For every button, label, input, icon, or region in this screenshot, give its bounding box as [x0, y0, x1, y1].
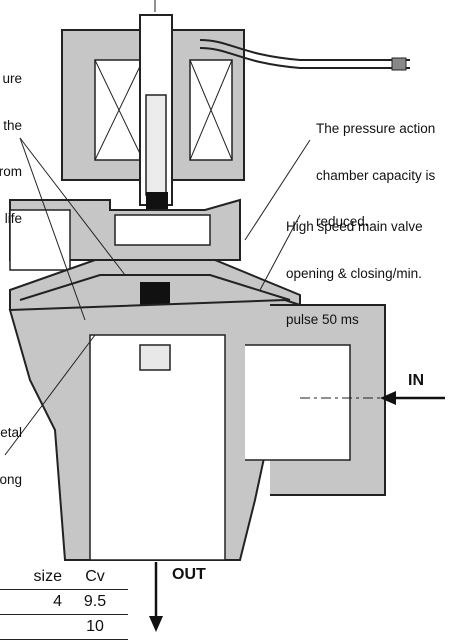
lead-wire — [199, 39, 410, 61]
leader-right-top — [244, 139, 311, 241]
table-row: 10 — [0, 614, 128, 640]
inlet-port-left — [9, 209, 71, 271]
label-high-speed-valve-line-3: pulse 50 ms — [286, 312, 359, 327]
label-left-top-line-1: ure — [2, 71, 22, 86]
label-pressure-chamber-line-2: chamber capacity is — [316, 167, 436, 183]
leader-left-bottom — [4, 334, 96, 456]
label-pressure-chamber: The pressure action chamber capacity is … — [316, 90, 435, 261]
plunger — [145, 94, 167, 196]
table-row: 4 9.5 — [0, 589, 128, 615]
label-pressure-chamber-line-3: reduced. — [316, 214, 369, 229]
leader-right-mid — [259, 214, 301, 291]
outlet-bore — [89, 334, 226, 561]
label-high-speed-valve-line-2: opening & closing/min. — [286, 265, 422, 281]
stem-nut — [139, 344, 171, 371]
in-label: IN — [408, 372, 424, 389]
label-left-bottom-line-2: ong — [0, 471, 22, 487]
table-cell-size — [0, 614, 68, 640]
diaphragm — [19, 274, 291, 301]
table-cell-cv: 9.5 — [68, 589, 128, 615]
label-pressure-chamber-line-1: The pressure action — [316, 121, 436, 136]
table-cell-size: 4 — [0, 589, 68, 615]
cv-table: size Cv 4 9.5 10 — [0, 565, 128, 640]
table-header-size: size — [0, 565, 68, 590]
label-high-speed-valve-line-1: High speed main valve — [286, 219, 423, 234]
leader-left-top — [19, 137, 86, 321]
label-left-bottom: etal ong — [0, 394, 22, 518]
label-left-top-line-3: rom — [0, 164, 22, 179]
out-label: OUT — [172, 566, 206, 583]
label-left-top-line-4: life — [4, 210, 22, 226]
table-cell-cv: 10 — [68, 614, 128, 640]
label-left-top: ure the rom life — [0, 40, 22, 257]
table-header-row: size Cv — [0, 565, 128, 590]
label-left-bottom-line-1: etal — [0, 425, 22, 440]
label-left-top-line-2: the — [3, 117, 22, 133]
table-header-cv: Cv — [68, 565, 128, 590]
label-high-speed-valve: High speed main valve opening & closing/… — [286, 188, 423, 359]
